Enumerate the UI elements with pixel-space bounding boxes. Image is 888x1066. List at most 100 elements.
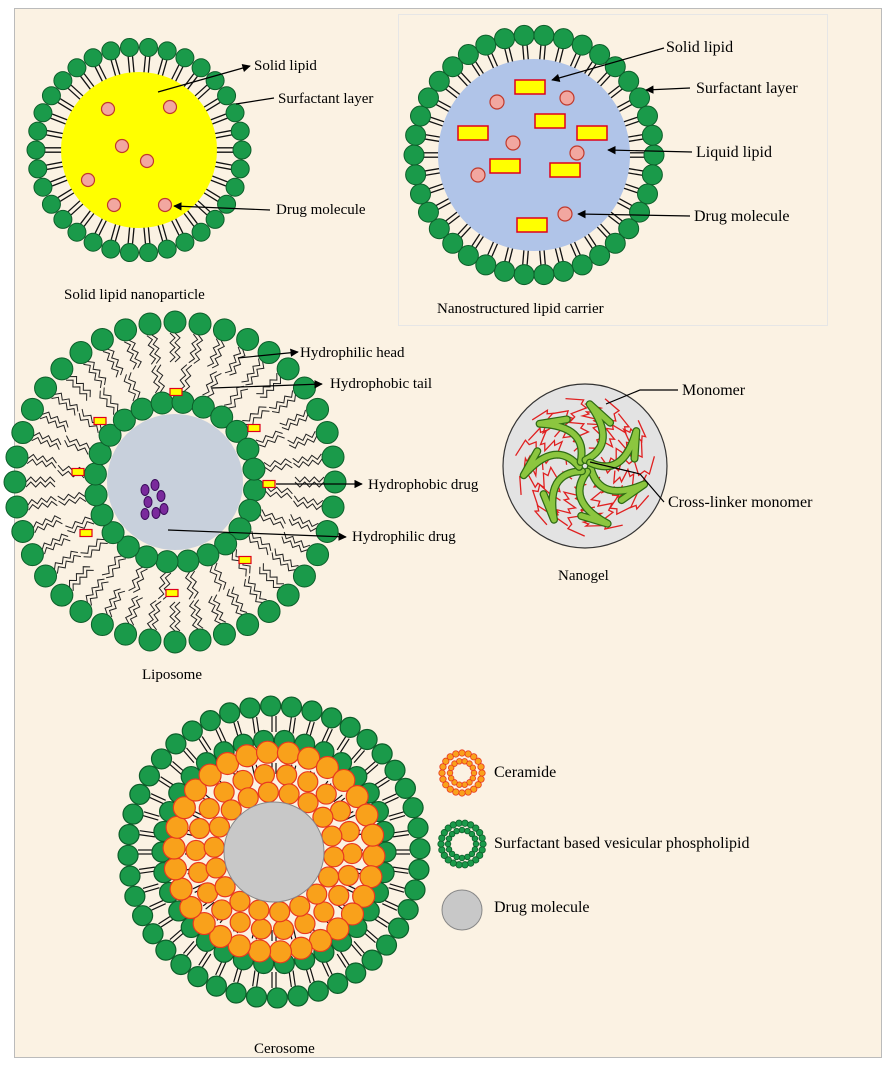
sln-tail — [213, 166, 231, 169]
sln-head — [29, 122, 47, 140]
cerosome-head — [170, 878, 192, 900]
cerosome-head — [308, 981, 328, 1001]
cerosome-head — [302, 701, 322, 721]
sln-drug-molecule — [116, 140, 129, 153]
legend-head — [480, 841, 486, 847]
sln-drug-molecule — [82, 174, 95, 187]
cerosome-head — [118, 845, 138, 865]
liposome-hydrophilic-drug — [151, 480, 159, 491]
cerosome-tail — [310, 722, 315, 737]
nlc-head — [476, 35, 496, 55]
sln-tail — [46, 162, 64, 165]
sln-tail — [84, 74, 95, 88]
cerosome-tail — [202, 737, 211, 750]
nlc-head — [642, 125, 662, 145]
cerosome-tail — [366, 764, 378, 774]
liposome-head — [307, 544, 329, 566]
legend-head — [462, 862, 468, 868]
cerosome-tail — [253, 718, 255, 734]
liposome-head — [164, 631, 186, 653]
cerosome-tail — [143, 884, 158, 889]
liposome-vesicle — [4, 311, 346, 653]
sln-tail — [194, 85, 207, 97]
sln-tail — [68, 200, 81, 212]
sln-tail — [183, 74, 194, 88]
sln-head — [34, 104, 52, 122]
cerosome-tail — [161, 777, 174, 786]
legend-head — [448, 775, 454, 781]
cerosome-tail — [144, 812, 159, 817]
cerosome-head — [319, 867, 339, 887]
sln-tail — [148, 57, 150, 75]
cerosome-tail — [186, 944, 196, 956]
legend-head — [459, 750, 465, 756]
nlc-tail — [449, 86, 462, 96]
liposome-hydrophobic-drug — [170, 389, 182, 396]
liposome-head — [35, 377, 57, 399]
liposome-hydrophilic-drug — [152, 508, 160, 519]
cerosome-head — [409, 859, 429, 879]
nlc-head — [406, 165, 426, 185]
nlc-caption: Nanostructured lipid carrier — [437, 301, 604, 317]
nlc-tail — [461, 226, 472, 238]
ceramide-ring-icon — [439, 750, 485, 796]
sln-head — [158, 42, 176, 60]
liposome-head — [237, 438, 259, 460]
nlc-tail — [607, 214, 620, 224]
cerosome-head — [356, 804, 378, 826]
cerosome-head — [339, 822, 359, 842]
cerosome-head — [238, 788, 258, 808]
nlc-tail — [627, 168, 643, 171]
liposome-hydrophilic-drug — [144, 497, 152, 508]
liposome-head — [85, 484, 107, 506]
legend-drug-label: Drug molecule — [494, 899, 590, 916]
nlc-tail — [476, 235, 485, 248]
cerosome-head — [329, 885, 349, 905]
liposome-head — [237, 328, 259, 350]
liposome-head — [156, 551, 178, 573]
nlc-tail — [527, 45, 528, 61]
cerosome-head — [372, 744, 392, 764]
liposome-head — [21, 544, 43, 566]
cerosome-head — [405, 880, 425, 900]
nanogel-particle — [503, 384, 667, 548]
legend-head — [440, 776, 446, 782]
sln-solid-lipid-core — [61, 72, 217, 228]
liposome-hydrophobic-drug — [80, 530, 92, 537]
cerosome-head — [143, 924, 163, 944]
sln-head — [42, 195, 60, 213]
cerosome-tail — [139, 867, 155, 869]
liposome-hydrophobic-drug — [72, 469, 84, 476]
nlc-tail — [596, 226, 607, 238]
nlc-head — [590, 245, 610, 265]
sln-tail — [162, 60, 167, 77]
cerosome-tail — [202, 954, 211, 967]
cerosome-head — [133, 906, 153, 926]
sln-particle — [27, 38, 251, 261]
legend-head — [465, 854, 471, 860]
nlc-tail — [449, 214, 462, 224]
cerosome-head — [324, 847, 344, 867]
liposome-head — [244, 479, 266, 501]
cerosome-head — [139, 766, 159, 786]
nlc-tail — [587, 64, 596, 77]
nlc-head — [630, 88, 650, 108]
liposome-caption: Liposome — [142, 667, 202, 683]
liposome-head — [51, 584, 73, 606]
liposome-head — [21, 398, 43, 420]
nlc-head — [514, 25, 534, 45]
sln-tail — [213, 131, 231, 134]
cerosome-tail — [253, 970, 255, 986]
sln-head — [54, 72, 72, 90]
sln-tail — [68, 88, 81, 100]
sln-head — [176, 49, 194, 67]
liposome-hydrophobic-drug — [166, 590, 178, 597]
nlc-head — [534, 265, 554, 285]
nlc-drug-molecule — [471, 168, 485, 182]
nlc-head — [411, 184, 431, 204]
cerosome-head — [410, 839, 430, 859]
sln-drug-molecule — [159, 199, 172, 212]
legend-head — [459, 790, 465, 796]
nlc-head — [418, 202, 438, 222]
nlc-tail — [505, 49, 509, 65]
